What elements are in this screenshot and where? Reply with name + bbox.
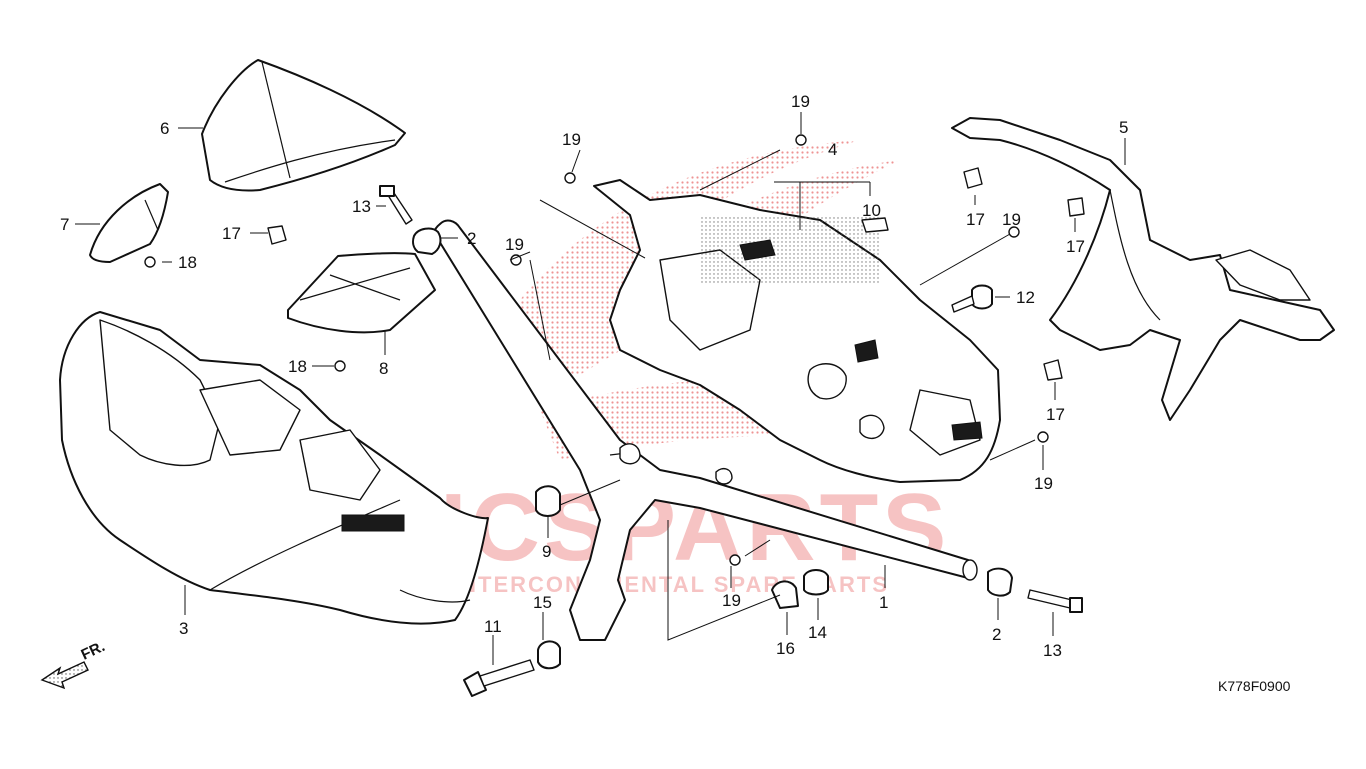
callout-19e: 19 xyxy=(1034,474,1053,493)
part-9-rubber-mount xyxy=(535,485,561,517)
clips-17 xyxy=(267,167,1085,381)
callout-14: 14 xyxy=(808,623,827,642)
callout-17a: 17 xyxy=(222,224,241,243)
callout-9: 9 xyxy=(542,542,551,561)
leader-lines xyxy=(75,112,1126,665)
front-direction-label: FR. xyxy=(79,638,108,664)
part-2-grommet-upper xyxy=(412,227,442,255)
part-8-inner-panel xyxy=(287,252,436,334)
callout-18a: 18 xyxy=(178,253,197,272)
part-2-grommet-lower xyxy=(987,567,1013,597)
callout-19a: 19 xyxy=(562,130,581,149)
callout-4: 4 xyxy=(828,140,837,159)
callout-8: 8 xyxy=(379,359,388,378)
part-13-bolt-upper xyxy=(379,185,413,225)
callout-15: 15 xyxy=(533,593,552,612)
part-4-rear-cover xyxy=(593,179,1001,483)
part-3-front-cover xyxy=(59,311,489,625)
callout-16: 16 xyxy=(776,639,795,658)
callout-12: 12 xyxy=(1016,288,1035,307)
callout-11: 11 xyxy=(484,617,502,636)
part-10-pad xyxy=(861,217,889,233)
part-16-clip xyxy=(771,580,799,609)
screws-18-19 xyxy=(144,134,1049,566)
callout-17b: 17 xyxy=(966,210,985,229)
part-11-bolt xyxy=(463,659,535,697)
callout-2a: 2 xyxy=(467,229,476,248)
callout-10: 10 xyxy=(862,201,881,220)
callout-19d: 19 xyxy=(1002,210,1021,229)
callout-13b: 13 xyxy=(1043,641,1062,660)
callout-3: 3 xyxy=(179,619,188,638)
callout-7: 7 xyxy=(60,215,69,234)
callout-6: 6 xyxy=(160,119,169,138)
callout-17c: 17 xyxy=(1066,237,1085,256)
part-6-windscreen xyxy=(201,59,406,192)
callout-18b: 18 xyxy=(288,357,307,376)
part-12-bolt xyxy=(951,284,993,313)
part-5-side-cover xyxy=(951,117,1335,421)
callout-19f: 19 xyxy=(722,591,741,610)
callout-1: 1 xyxy=(879,593,888,612)
callouts: 6 7 18 17 13 2 18 8 3 19 19 4 10 19 19 1… xyxy=(60,92,1128,660)
front-direction-arrow: FR. xyxy=(40,638,108,690)
part-15-collar xyxy=(537,640,561,670)
part-7-bracket-cover xyxy=(89,183,169,263)
diagram-code: K778F0900 xyxy=(1218,678,1291,694)
callout-2b: 2 xyxy=(992,625,1001,644)
callout-19b: 19 xyxy=(791,92,810,111)
callout-13a: 13 xyxy=(352,197,371,216)
part-13-bolt-lower xyxy=(1027,589,1083,613)
callout-5: 5 xyxy=(1119,118,1128,137)
callout-17d: 17 xyxy=(1046,405,1065,424)
part-14-nut xyxy=(803,569,829,596)
callout-19c: 19 xyxy=(505,235,524,254)
